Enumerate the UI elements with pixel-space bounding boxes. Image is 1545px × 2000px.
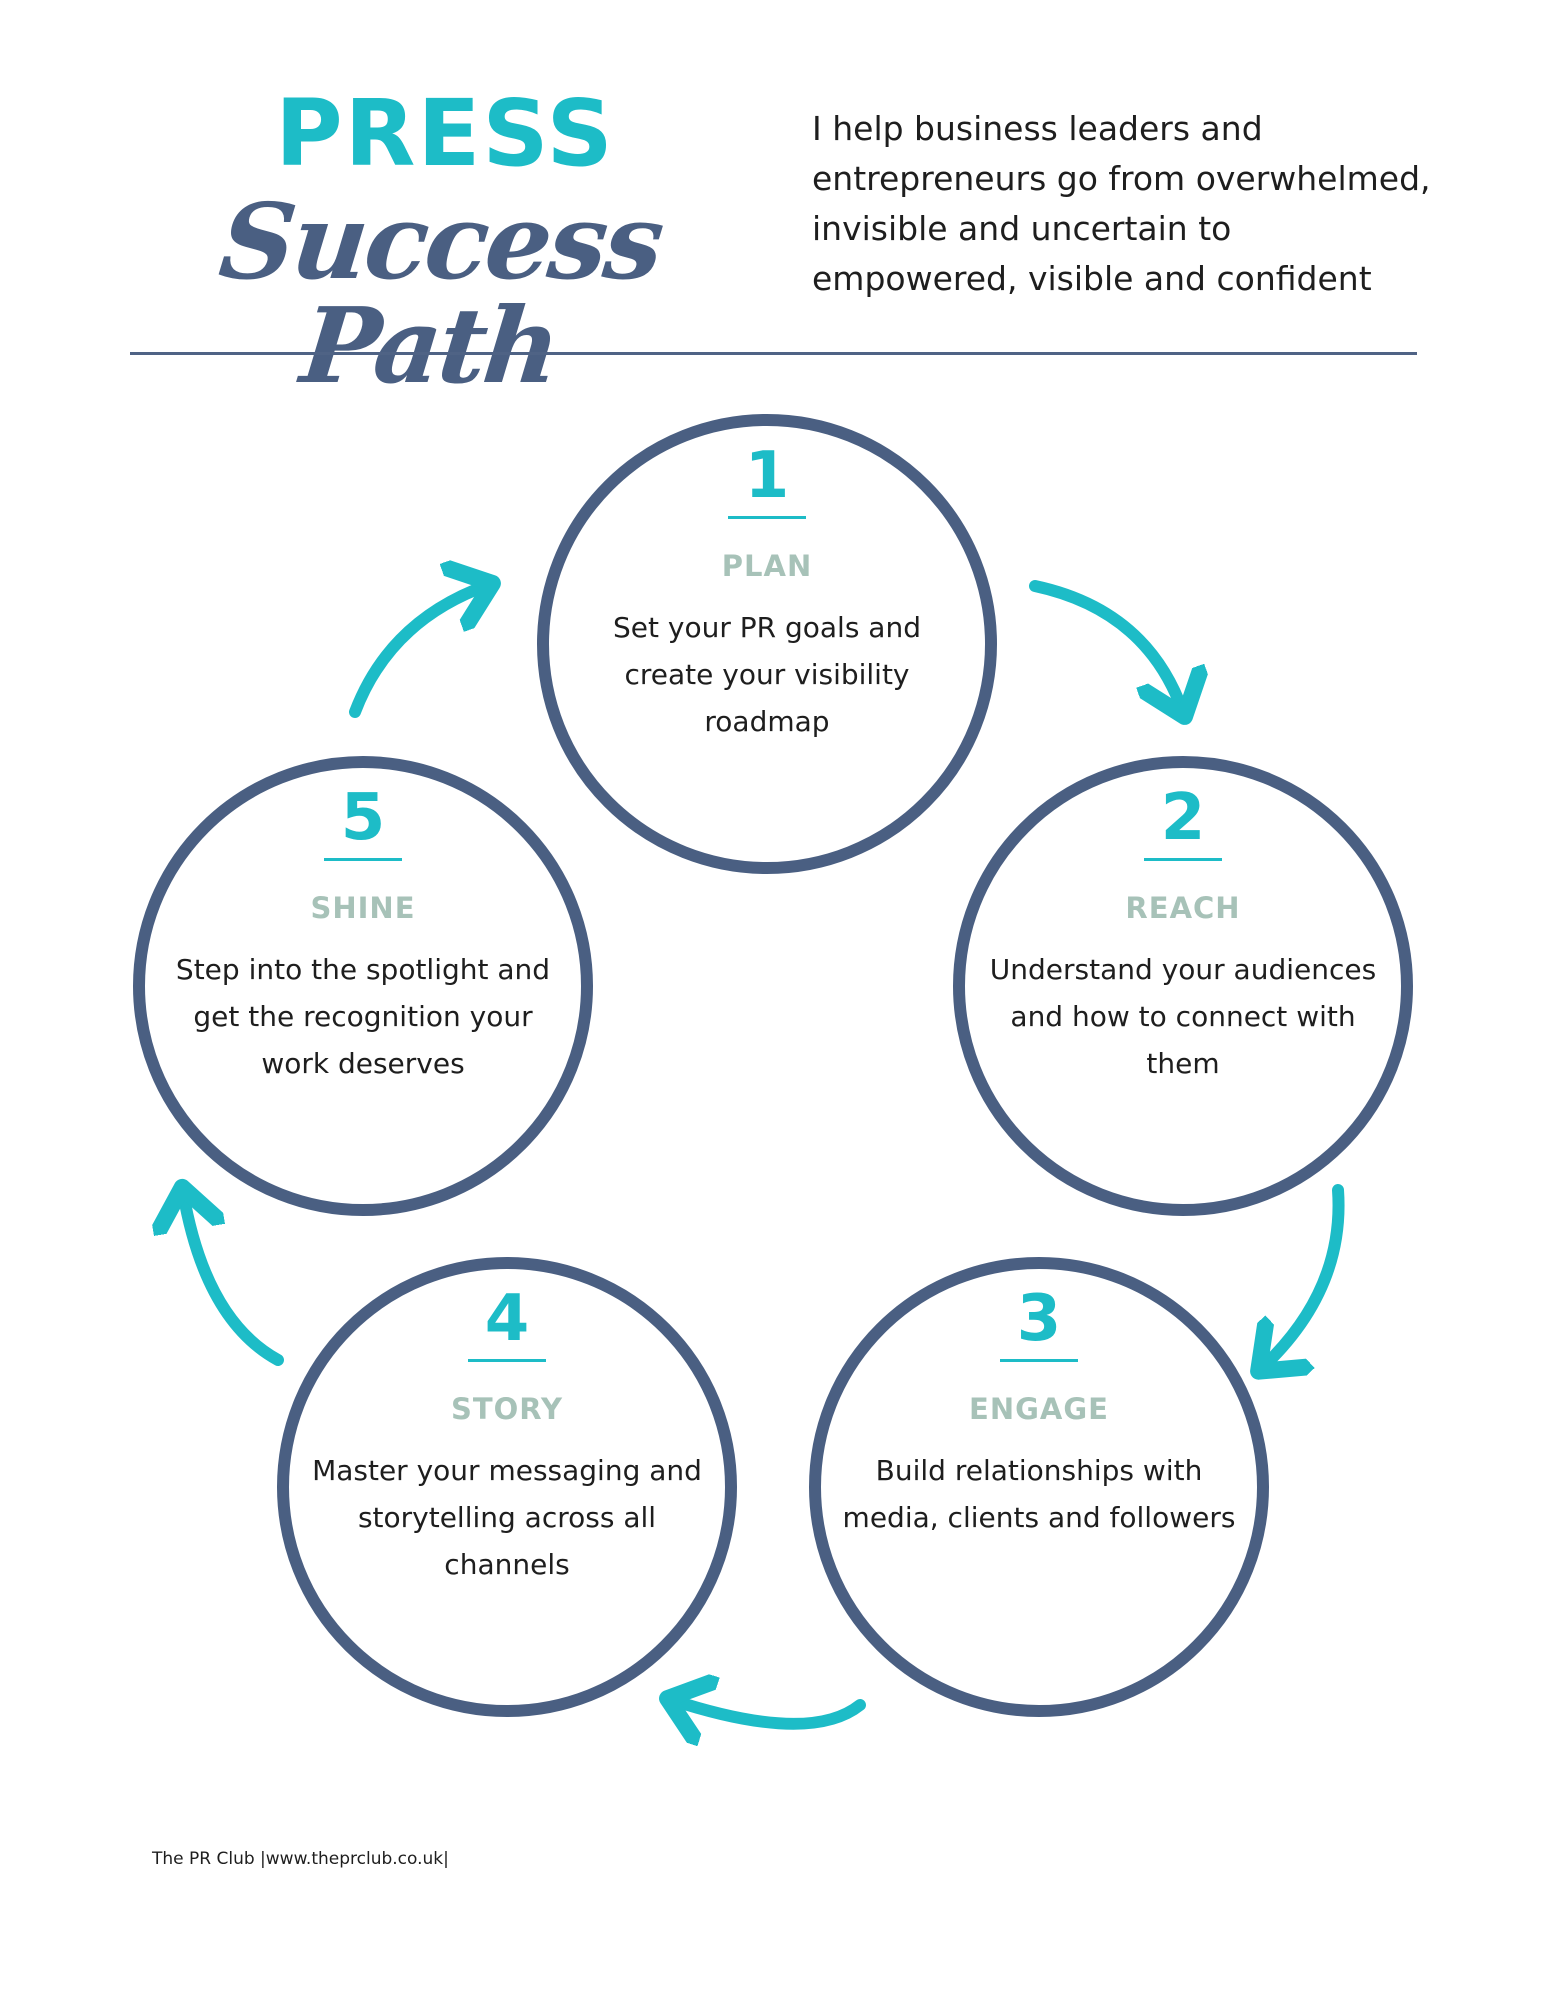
step-5-description: Step into the spotlight and get the reco… [175, 953, 551, 1080]
step-2-name: REACH [1125, 891, 1241, 925]
step-5-name: SHINE [310, 891, 416, 925]
step-4-number: 4 [484, 1282, 530, 1356]
step-2-number: 2 [1160, 781, 1206, 855]
header-divider [130, 352, 1417, 355]
step-5-number: 5 [340, 781, 386, 855]
step-5-rule [324, 858, 402, 861]
step-2-circle: 2 REACH Understand your audiences and ho… [953, 756, 1413, 1216]
step-3-number: 3 [1016, 1282, 1062, 1356]
step-4-description: Master your messaging and storytelling a… [312, 1454, 702, 1581]
intro-text: I help business leaders and entrepreneur… [812, 109, 1431, 298]
arrow-3-to-4 [672, 1700, 866, 1724]
step-2-rule [1144, 858, 1222, 861]
step-4-name: STORY [450, 1392, 564, 1426]
page-title-press: PRESS [275, 80, 615, 187]
step-3-circle: 3 ENGAGE Build relationships with media,… [809, 1257, 1269, 1717]
step-3-description: Build relationships with media, clients … [842, 1454, 1236, 1534]
step-4-circle: 4 STORY Master your messaging and storyt… [277, 1257, 737, 1717]
step-3-name: ENGAGE [969, 1392, 1109, 1426]
step-1-rule [728, 516, 806, 519]
step-2-description: Understand your audiences and how to con… [989, 953, 1377, 1080]
arrow-2-to-3 [1262, 1184, 1345, 1368]
step-1-circle: 1 PLAN Set your PR goals and create your… [537, 414, 997, 874]
arrow-4-to-5 [183, 1192, 284, 1366]
step-1-name: PLAN [721, 549, 813, 583]
step-4-rule [468, 1359, 546, 1362]
arrow-5-to-1 [349, 585, 488, 718]
step-5-circle: 5 SHINE Step into the spotlight and get … [133, 756, 593, 1216]
step-3-rule [1000, 1359, 1078, 1362]
step-1-description: Set your PR goals and create your visibi… [613, 611, 921, 738]
arrow-1-to-2 [1029, 580, 1183, 712]
step-1-number: 1 [744, 439, 790, 513]
footer-credit: The PR Club |www.theprclub.co.uk| [152, 1849, 449, 1869]
